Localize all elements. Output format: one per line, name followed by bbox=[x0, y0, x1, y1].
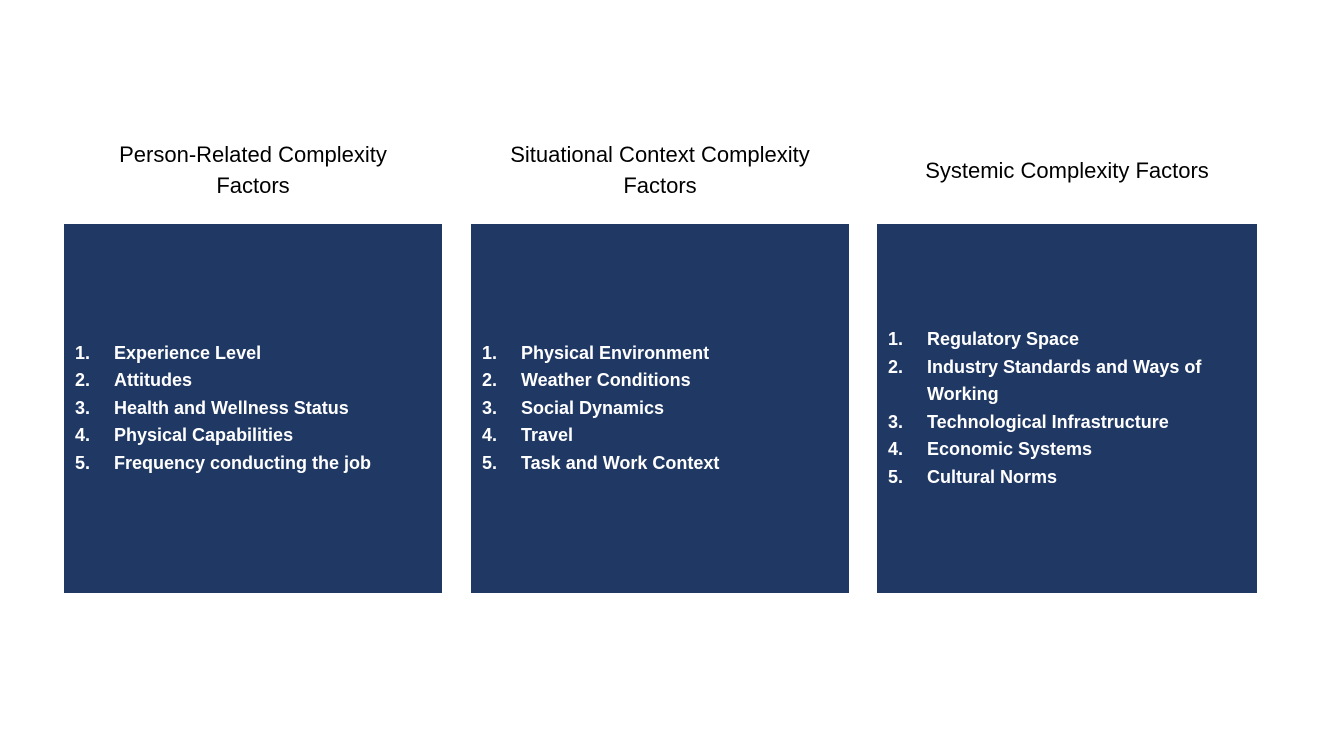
list-item: 3. Social Dynamics bbox=[482, 395, 841, 423]
item-number: 5. bbox=[75, 452, 91, 473]
title-line: Situational Context Complexity bbox=[510, 142, 810, 167]
title-line: Person-Related Complexity bbox=[119, 142, 387, 167]
item-number: 2. bbox=[888, 356, 904, 377]
title-line: Systemic Complexity Factors bbox=[925, 157, 1209, 183]
title-line: Factors bbox=[623, 173, 697, 198]
factor-box-systemic: 1. Regulatory Space 2. Industry Standard… bbox=[877, 224, 1257, 593]
item-number: 1. bbox=[75, 342, 91, 363]
column-title-person-related: Person-Related Complexity Factors bbox=[64, 130, 442, 210]
list-item: 3. Health and Wellness Status bbox=[75, 395, 434, 423]
item-number: 5. bbox=[888, 466, 904, 487]
item-text: Cultural Norms bbox=[927, 466, 1058, 487]
factor-list: 1. Physical Environment 2. Weather Condi… bbox=[482, 340, 841, 478]
item-number: 4. bbox=[75, 425, 91, 446]
factor-list: 1. Experience Level 2. Attitudes 3. Heal… bbox=[75, 340, 434, 478]
list-item: 5. Task and Work Context bbox=[482, 450, 841, 478]
item-text: Physical Environment bbox=[521, 342, 710, 363]
item-text: Industry Standards and Ways of Working bbox=[927, 356, 1202, 405]
item-text: Task and Work Context bbox=[521, 452, 720, 473]
list-item: 5. Frequency conducting the job bbox=[75, 450, 434, 478]
column-title-situational-context: Situational Context Complexity Factors bbox=[471, 130, 849, 210]
item-text: Physical Capabilities bbox=[114, 425, 294, 446]
factor-box-situational-context: 1. Physical Environment 2. Weather Condi… bbox=[471, 224, 849, 593]
list-item: 1. Experience Level bbox=[75, 340, 434, 368]
item-number: 3. bbox=[482, 397, 498, 418]
item-number: 1. bbox=[482, 342, 498, 363]
item-text: Social Dynamics bbox=[521, 397, 665, 418]
item-text: Weather Conditions bbox=[521, 370, 691, 391]
item-number: 1. bbox=[888, 329, 904, 349]
list-item: 4. Physical Capabilities bbox=[75, 422, 434, 450]
list-item: 5. Cultural Norms bbox=[888, 464, 1249, 492]
list-item: 2. Industry Standards and Ways of Workin… bbox=[888, 354, 1249, 409]
item-number: 5. bbox=[482, 452, 498, 473]
item-text: Frequency conducting the job bbox=[114, 452, 372, 473]
list-item: 1. Regulatory Space bbox=[888, 326, 1249, 354]
item-number: 3. bbox=[888, 411, 904, 432]
title-line: Factors bbox=[216, 173, 290, 198]
list-item: 4. Economic Systems bbox=[888, 436, 1249, 464]
item-text: Attitudes bbox=[114, 370, 192, 391]
item-text: Economic Systems bbox=[927, 439, 1093, 459]
item-number: 4. bbox=[482, 425, 498, 446]
list-item: 4. Travel bbox=[482, 422, 841, 450]
item-text: Technological Infrastructure bbox=[927, 411, 1169, 432]
item-text: Health and Wellness Status bbox=[114, 397, 349, 418]
list-item: 3. Technological Infrastructure bbox=[888, 409, 1249, 437]
item-text: Travel bbox=[521, 425, 574, 446]
list-item: 2. Attitudes bbox=[75, 367, 434, 395]
item-number: 4. bbox=[888, 439, 904, 459]
item-text: Regulatory Space bbox=[927, 329, 1080, 349]
column-title-systemic: Systemic Complexity Factors bbox=[877, 130, 1257, 210]
list-item: 2. Weather Conditions bbox=[482, 367, 841, 395]
item-number: 2. bbox=[482, 370, 498, 391]
list-item: 1. Physical Environment bbox=[482, 340, 841, 368]
factor-box-person-related: 1. Experience Level 2. Attitudes 3. Heal… bbox=[64, 224, 442, 593]
item-text: Experience Level bbox=[114, 342, 262, 363]
factor-list: 1. Regulatory Space 2. Industry Standard… bbox=[888, 326, 1249, 491]
item-number: 2. bbox=[75, 370, 91, 391]
item-number: 3. bbox=[75, 397, 91, 418]
